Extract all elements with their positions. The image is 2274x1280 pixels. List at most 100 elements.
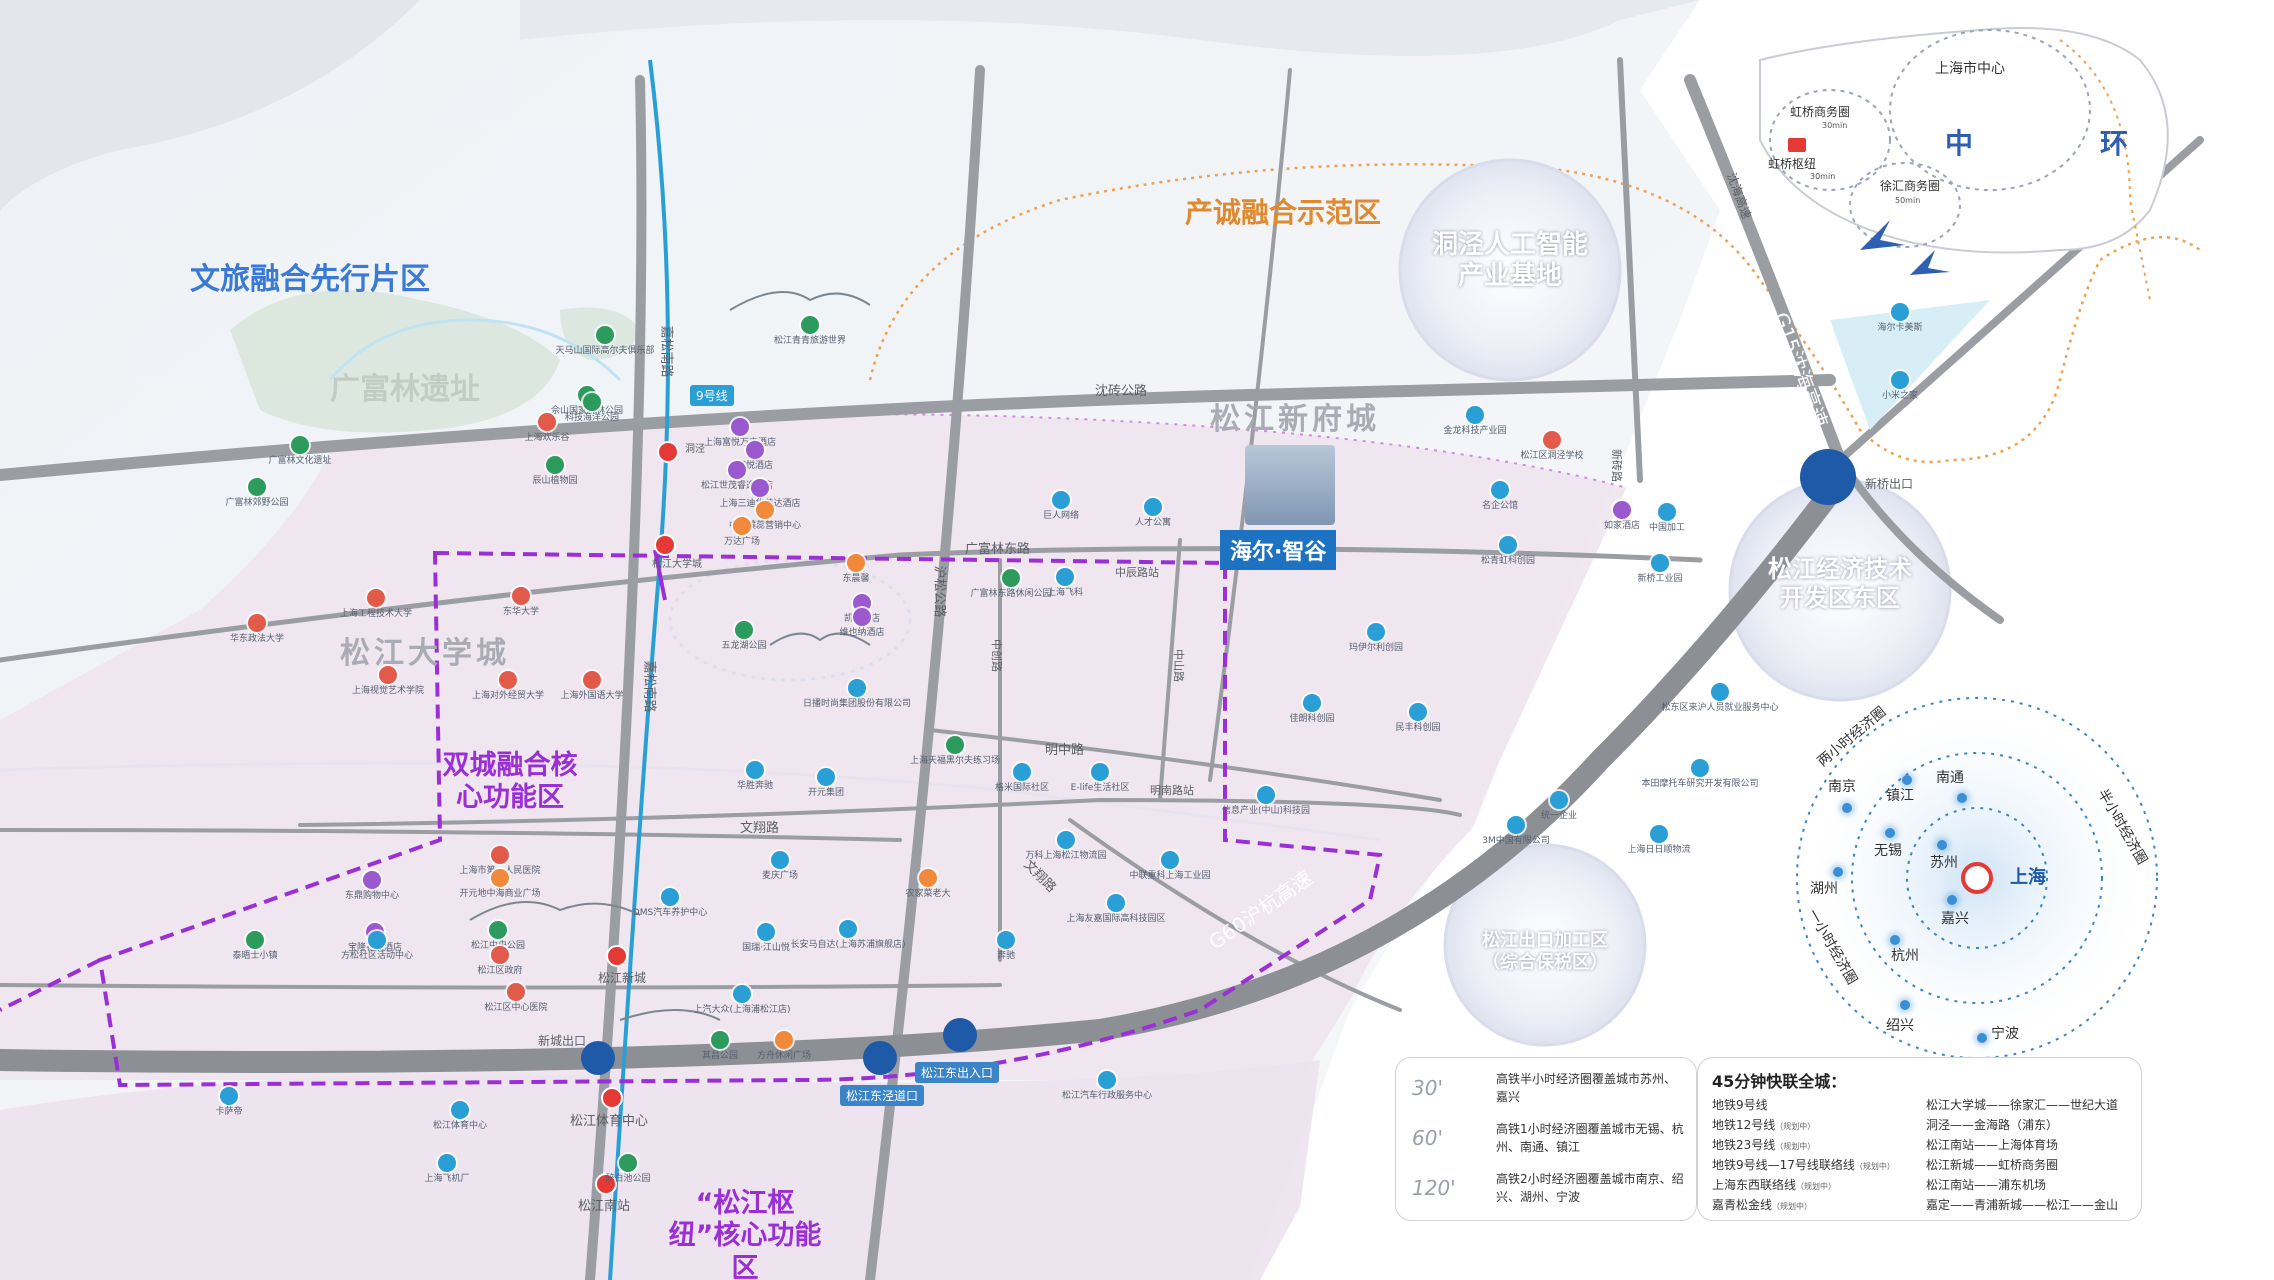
poi-icon [1057, 831, 1075, 849]
zone-export: 松江出口加工区（综合保税区） [1482, 930, 1608, 973]
land-blob [520, 0, 1700, 56]
poi-icon [735, 621, 753, 639]
city-marker [1937, 840, 1947, 850]
transit-title: 45分钟快联全城： [1712, 1072, 1847, 1091]
poi-icon [1098, 1071, 1116, 1089]
poi-icon [997, 931, 1015, 949]
city-label: 绍兴 [1886, 1018, 1914, 1034]
poi-icon [661, 888, 679, 906]
poi-label: 松江世茂睿选酒店 [700, 481, 774, 491]
river [328, 318, 622, 382]
transit-line: 地铁23号线（规划中） [1712, 1138, 1816, 1152]
g60-highway [0, 469, 1851, 1073]
station-nanzhan: 松江南站 [578, 1199, 631, 1214]
poi-icon [583, 393, 601, 411]
poi-label: 格米国际社区 [994, 783, 1050, 793]
station-daxuecheng: 松江大学城 [652, 559, 702, 570]
poi-label: 富悦酒店 [736, 461, 774, 471]
poi-icon [919, 869, 937, 887]
poi-icon [438, 1154, 456, 1172]
city-marker [1842, 803, 1852, 813]
poi-icon [583, 671, 601, 689]
transit-box: 45分钟快联全城： 地铁9号线松江大学城——徐家汇——世纪大道地铁12号线（规划… [1697, 1057, 2142, 1221]
poi-icon [728, 461, 746, 479]
poi-label: 方舟休闲广场 [756, 1051, 812, 1061]
city-label: 南通 [1936, 770, 1964, 786]
poi-icon [220, 1087, 238, 1105]
exit-dongjing: 松江东泾道口 [840, 1085, 925, 1106]
exit-xinqiao: 新桥出口 [1865, 477, 1914, 491]
road-mingzhong: 明中路 [1045, 743, 1085, 758]
poi-icon [733, 985, 751, 1003]
poi-icon [538, 413, 556, 431]
city-label: 嘉兴 [1941, 911, 1969, 927]
poi-icon [746, 761, 764, 779]
poi-label: 统一企业 [1540, 811, 1578, 821]
chancheng-outline [868, 163, 2201, 464]
poi-label: 广富林郊野公园 [225, 498, 289, 508]
inset-xuhui: 徐汇商务圈 [1880, 179, 1941, 193]
poi-label: 小米之家 [1881, 391, 1919, 401]
station-mingnan: 明南路站 [1150, 784, 1194, 797]
city-marker [1900, 1000, 1910, 1010]
transit-dest: 松江新城——虹桥商务圈 [1926, 1158, 2059, 1172]
poi-label: 本田摩托车研究开发有限公司 [1641, 779, 1759, 789]
poi-label: 醉白池公园 [605, 1174, 651, 1184]
road-jiasong-north: 嘉松南路 [658, 325, 674, 378]
poi-icon [711, 1031, 729, 1049]
poi-label: 上海飞机厂 [424, 1174, 470, 1184]
poi-label: 松江区中心医院 [484, 1003, 548, 1013]
highway-exit-icon [863, 1041, 897, 1075]
poi-icon [546, 456, 564, 474]
poi-label: 上汽大众(上海浦松江店) [693, 1005, 791, 1015]
transit-line: 嘉青松金线（规划中） [1712, 1198, 1813, 1212]
poi-icon [1056, 568, 1074, 586]
poi-label: 金龙科技产业园 [1443, 426, 1507, 436]
road-guangfulin: 广富林东路 [965, 542, 1031, 557]
poi-label: 开元集团 [807, 788, 845, 798]
green-area [230, 290, 560, 433]
poi-icon [756, 501, 774, 519]
poi-label: 中国加工 [1648, 523, 1686, 533]
metro-line-9 [608, 59, 670, 1280]
poi-label: 东晨馨 [842, 574, 870, 584]
road-zhongchuang: 中创路 [990, 639, 1003, 672]
road-shenzhuan: 沈砖公路 [1095, 384, 1148, 399]
poi-label: 中展璞蕊营销中心 [728, 521, 802, 531]
poi-label: 松江青青旅游世界 [773, 336, 847, 346]
poi-icon [771, 851, 789, 869]
metro-station-icon [657, 441, 679, 463]
econ-ring-2h [1796, 697, 2158, 1059]
city-label: 上海 [2010, 867, 2046, 888]
poi-label: 名企公馆 [1481, 501, 1519, 511]
poi-icon [491, 946, 509, 964]
poi-icon [751, 479, 769, 497]
poi-label: 新桥工业园 [1637, 574, 1683, 584]
inset-center: 上海市中心 [1935, 61, 2005, 77]
poi-icon [839, 920, 857, 938]
zone-wenlv: 文旅融合先行片区 [190, 262, 430, 297]
poi-label: 日播时尚集团股份有限公司 [802, 699, 912, 709]
poi-label: 中联重科上海工业园 [1129, 871, 1211, 881]
transit-dest: 松江南站——浦东机场 [1926, 1178, 2047, 1192]
zone-chancheng: 产诚融合示范区 [1185, 196, 1382, 229]
poi-label: 长安马自达(上海苏浦旗舰店) [790, 940, 906, 950]
zone-daxuecheng: 松江大学城 [340, 636, 510, 671]
poi-label: 辰山植物园 [532, 476, 578, 486]
poi-label: 松青虹科创园 [1480, 556, 1536, 566]
zone-shuniu: “松江枢纽”核心功能区 [668, 1188, 822, 1280]
transit-line: 上海东西联络线（规划中） [1712, 1178, 1837, 1192]
econ-ring-1h [1851, 752, 2103, 1004]
poi-label: 农家菜老大 [905, 889, 951, 899]
poi-label: 上海富悦万丰酒店 [703, 438, 777, 448]
poi-icon [291, 436, 309, 454]
econ-ring-half [1906, 807, 2048, 949]
hsr-text: 高铁2小时经济圈覆盖城市南京、绍兴、湖州、宁波 [1496, 1172, 1684, 1204]
poi-icon [489, 921, 507, 939]
mountain-sketch [469, 291, 871, 1021]
shanghai-marker [1961, 862, 1993, 894]
poi-icon [775, 1031, 793, 1049]
